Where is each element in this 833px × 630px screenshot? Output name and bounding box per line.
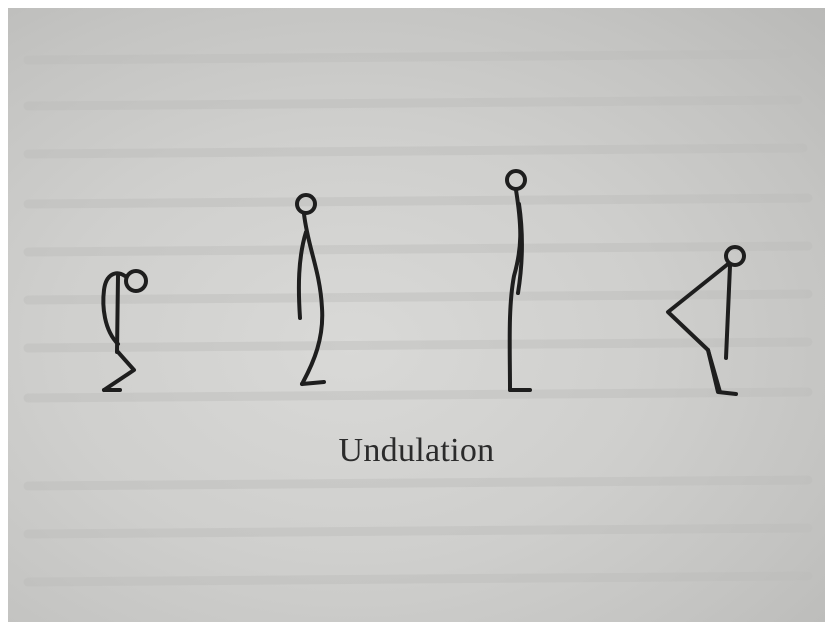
undulation-diagram (8, 8, 825, 622)
leaning-figure (297, 195, 324, 384)
bent-figure (668, 247, 744, 394)
upright-figure (507, 171, 530, 390)
book-page-photo: Undulation (8, 8, 825, 622)
figure-caption: Undulation (8, 432, 825, 470)
crouched-figure (103, 271, 146, 390)
